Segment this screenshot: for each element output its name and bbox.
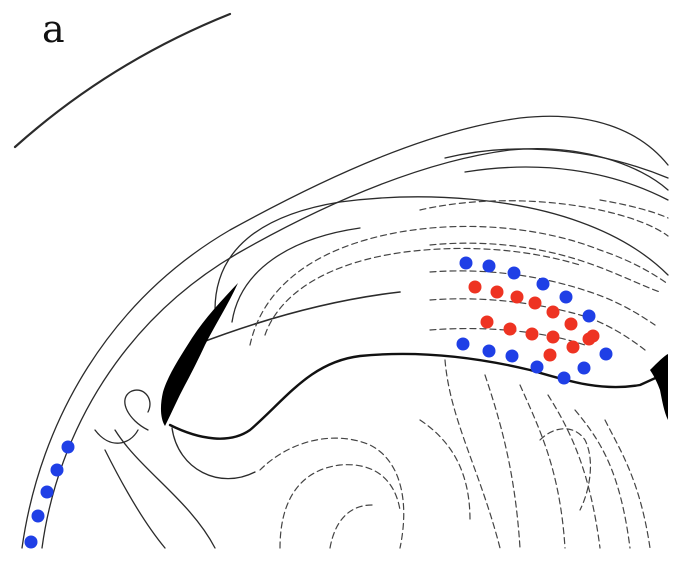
blue-marker-dot: [62, 441, 75, 454]
ventricle-left: [161, 283, 238, 426]
cortex-line-4: [465, 167, 668, 200]
outer-contour-line: [15, 14, 230, 147]
ventricle-right: [650, 354, 668, 420]
red-marker-dot: [547, 306, 560, 319]
cortex-line-3: [445, 149, 668, 178]
blue-marker-dot: [41, 486, 54, 499]
blue-marker-dot: [460, 257, 473, 270]
dashed-lower-3: [330, 505, 372, 548]
dashed-layer-1: [250, 226, 668, 345]
lower-structure-3: [105, 450, 165, 548]
dashed-lower-2: [280, 465, 400, 548]
red-marker-dot: [587, 330, 600, 343]
blue-marker-dot: [600, 348, 613, 361]
blue-marker-dot: [457, 338, 470, 351]
cortex-outer-line: [22, 116, 668, 548]
dashed-lower-1: [260, 438, 404, 548]
red-marker-dot: [567, 341, 580, 354]
lower-structure-1: [172, 428, 255, 479]
red-marker-dot: [511, 291, 524, 304]
blue-marker-dot: [583, 310, 596, 323]
blue-marker-dot: [483, 260, 496, 273]
red-marker-dot: [481, 316, 494, 329]
blue-marker-dot: [32, 510, 45, 523]
blue-marker-dot: [531, 361, 544, 374]
red-marker-dot: [529, 297, 542, 310]
red-marker-dot: [565, 318, 578, 331]
dashed-lower-7: [548, 395, 600, 548]
blue-marker-group: [25, 257, 613, 549]
lower-structure-2: [115, 430, 215, 548]
dashed-lower-11: [420, 420, 470, 520]
dashed-lower-4: [445, 360, 500, 548]
red-marker-dot: [526, 328, 539, 341]
blue-marker-dot: [483, 345, 496, 358]
blue-marker-dot: [508, 267, 521, 280]
dashed-layer-2: [265, 248, 580, 335]
left-loop-a: [125, 390, 150, 430]
dashed-lower-6: [520, 385, 565, 548]
blue-marker-dot: [25, 536, 38, 549]
blue-marker-dot: [560, 291, 573, 304]
red-marker-dot: [547, 331, 560, 344]
blue-marker-dot: [578, 362, 591, 375]
red-marker-dot: [469, 281, 482, 294]
blue-marker-dot: [51, 464, 64, 477]
dashed-upper-2: [600, 200, 668, 218]
blue-marker-dot: [558, 372, 571, 385]
inner-structure-inner-line: [232, 228, 360, 322]
red-marker-dot: [491, 286, 504, 299]
dashed-lower-5: [485, 375, 520, 548]
dashed-lower-8: [575, 410, 630, 548]
red-marker-dot: [504, 323, 517, 336]
blue-marker-dot: [506, 350, 519, 363]
blue-marker-dot: [537, 278, 550, 291]
red-marker-dot: [544, 349, 557, 362]
